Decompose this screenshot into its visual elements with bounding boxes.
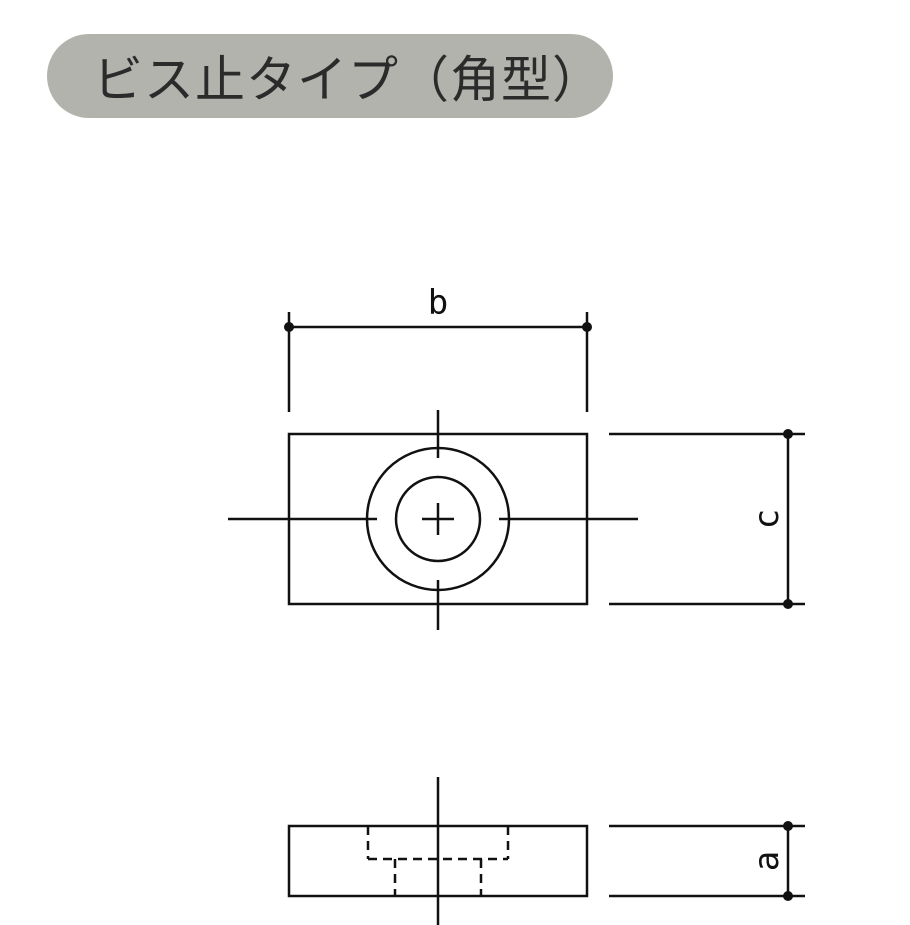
dimension-label-b: b bbox=[428, 283, 448, 323]
dimension-dot bbox=[783, 821, 793, 831]
side-view bbox=[287, 777, 589, 925]
dimension-label-a: a bbox=[747, 851, 787, 871]
dimension-dot bbox=[783, 429, 793, 439]
dimension-b bbox=[287, 312, 589, 412]
page-title: ビス止タイプ（角型） bbox=[93, 51, 603, 109]
dimension-a bbox=[609, 824, 805, 898]
top-view bbox=[228, 410, 638, 630]
dimension-dot bbox=[783, 891, 793, 901]
dimension-dot bbox=[582, 322, 592, 332]
hidden-lines bbox=[366, 826, 510, 896]
dimension-dot bbox=[783, 599, 793, 609]
dimension-c bbox=[609, 432, 805, 606]
title-badge: ビス止タイプ（角型） bbox=[47, 34, 613, 118]
dimension-dot bbox=[284, 322, 294, 332]
screw-hole-circle bbox=[394, 475, 482, 563]
dimension-label-c: c bbox=[747, 509, 787, 529]
